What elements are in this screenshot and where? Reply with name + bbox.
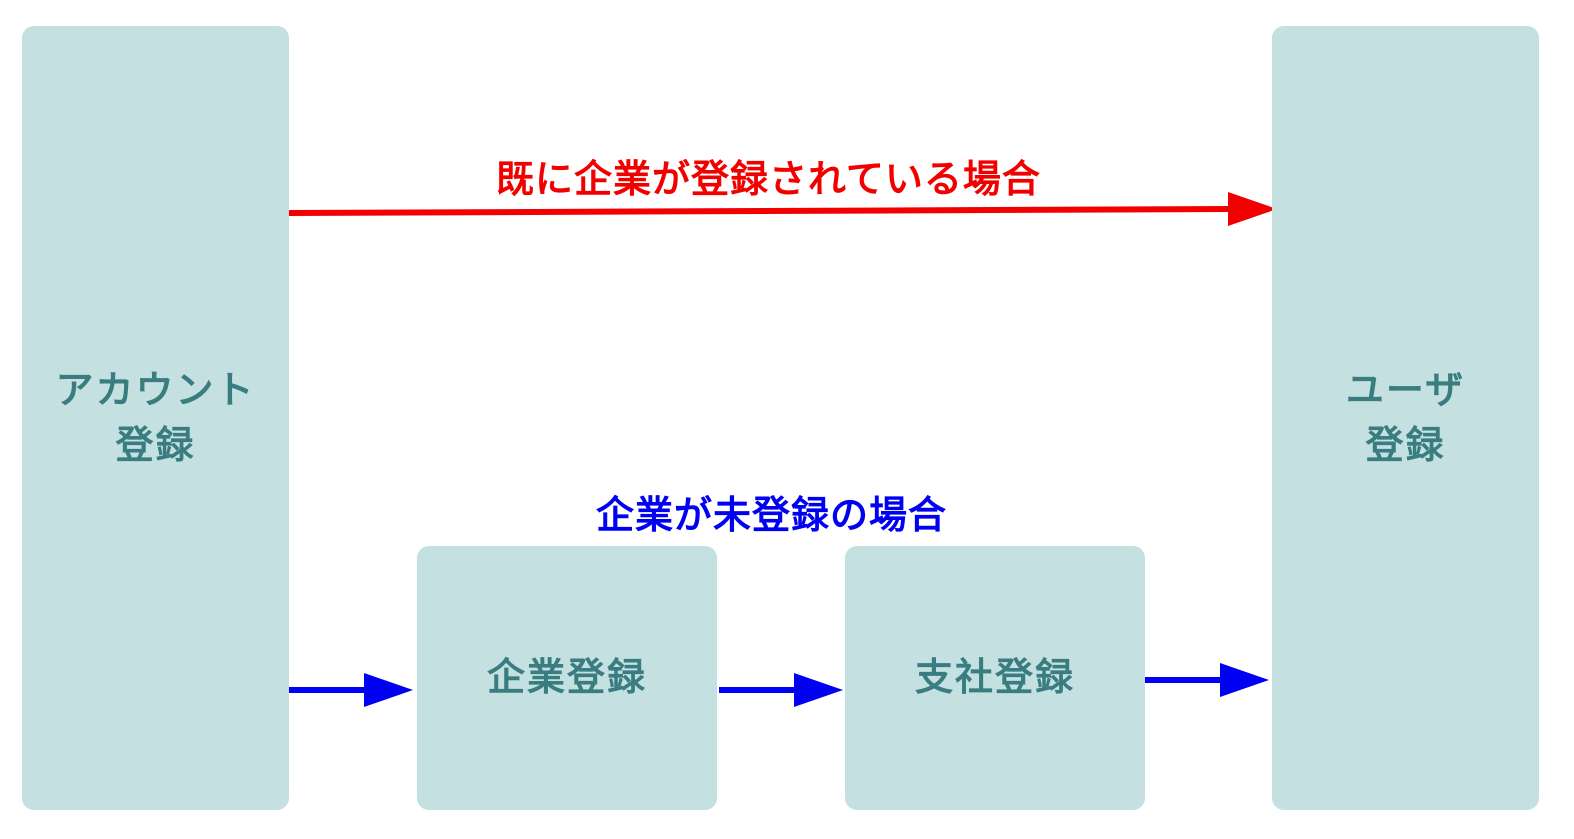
company-registration-node: 企業登録 xyxy=(417,546,717,810)
user-node-label-line1: ユーザ xyxy=(1345,367,1466,412)
account-node-label-line1: アカウント xyxy=(55,367,256,412)
unregistered-company-path-label: 企業が未登録の場合 xyxy=(596,493,948,537)
company-node-label: 企業登録 xyxy=(486,655,647,700)
arrow-branch-to-user xyxy=(1145,663,1269,697)
arrow-account-to-company xyxy=(289,673,413,707)
arrow-company-to-branch xyxy=(719,673,843,707)
existing-company-path-label: 既に企業が登録されている場合 xyxy=(496,157,1041,201)
user-registration-node: ユーザ 登録 xyxy=(1272,26,1539,810)
branch-node-label: 支社登録 xyxy=(914,655,1075,700)
user-node-label-line2: 登録 xyxy=(1365,423,1446,467)
branch-registration-node: 支社登録 xyxy=(845,546,1145,810)
account-registration-node: アカウント 登録 xyxy=(22,26,289,810)
account-node-label-line2: 登録 xyxy=(115,423,196,467)
